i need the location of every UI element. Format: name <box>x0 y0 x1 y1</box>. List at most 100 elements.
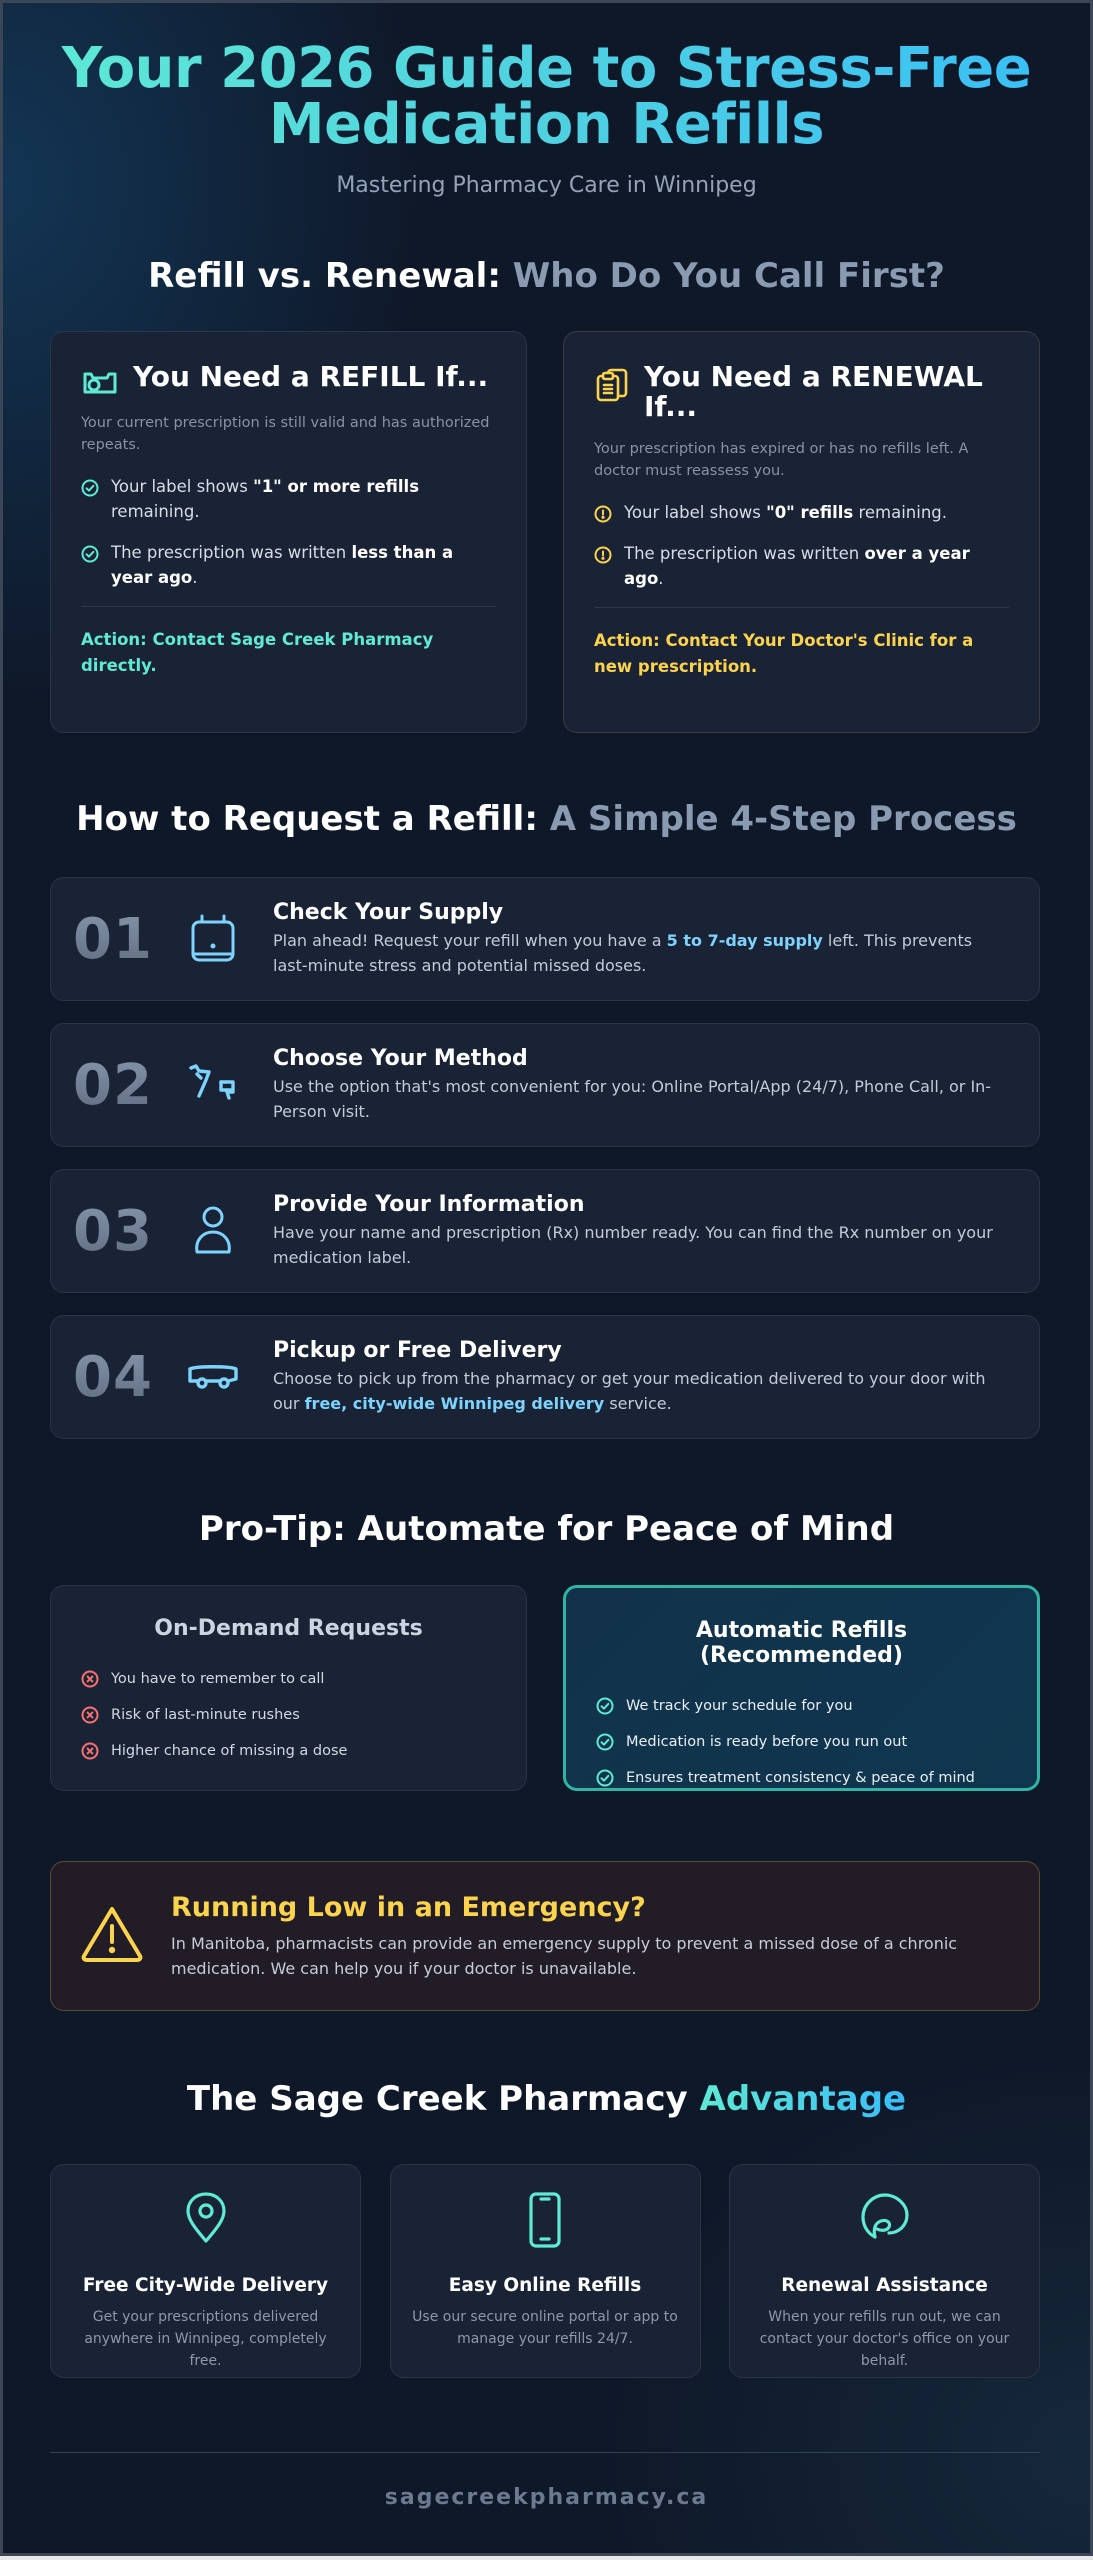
on-demand-card: On-Demand Requests You have to remember … <box>50 1585 527 1791</box>
list-item: Your label shows "1" or more refills rem… <box>81 474 496 524</box>
refill-renewal-title: Refill vs. Renewal: Who Do You Call Firs… <box>3 256 1090 296</box>
automatic-heading: Automatic Refills (Recommended) <box>695 1618 908 1668</box>
alert-circle-icon <box>594 505 612 523</box>
advantage-card-renewal: Renewal Assistance When your refills run… <box>729 2164 1040 2378</box>
step-title: Provide Your Information <box>273 1192 585 1217</box>
title-muted: A Simple 4-Step Process <box>549 799 1017 839</box>
automatic-refills-card: Automatic Refills (Recommended) We track… <box>563 1585 1040 1791</box>
advantage-card-delivery: Free City-Wide Delivery Get your prescri… <box>50 2164 361 2378</box>
refill-renewal-grid: You Need a REFILL If... Your current pre… <box>50 331 1040 733</box>
criteria-text: Your label shows "0" refills remaining. <box>624 503 948 522</box>
page-subtitle: Mastering Pharmacy Care in Winnipeg <box>336 173 757 198</box>
renewal-card: You Need a RENEWAL If... Your prescripti… <box>563 331 1040 733</box>
check-circle-icon <box>81 479 99 497</box>
x-circle-icon <box>81 1706 99 1724</box>
emergency-heading: Running Low in an Emergency? <box>171 1891 646 1923</box>
advantage-title: The Sage Creek Pharmacy Advantage <box>3 2079 1090 2119</box>
advantage-card-title: Free City-Wide Delivery <box>82 2275 329 2296</box>
renewal-description: Your prescription has expired or has no … <box>594 441 969 479</box>
criteria-text: The prescription was written over a year… <box>624 544 970 588</box>
title-line-2: Medication Refills <box>268 92 825 157</box>
list-item: Higher chance of missing a dose <box>81 1733 496 1769</box>
alert-circle-icon <box>594 546 612 564</box>
clipboard-icon <box>596 368 628 402</box>
steps-list: 01 Check Your Supply Plan ahead! Request… <box>50 877 1040 1461</box>
advantage-card-title: Easy Online Refills <box>448 2275 642 2296</box>
smartphone-icon <box>529 2192 561 2248</box>
page-title: Your 2026 Guide to Stress-Free Medicatio… <box>3 41 1090 153</box>
list-item: You have to remember to call <box>81 1661 496 1697</box>
list-item: The prescription was written less than a… <box>81 540 496 590</box>
title-main: The Sage Creek Pharmacy <box>186 2079 688 2119</box>
renewal-action: Action: Contact Your Doctor's Clinic for… <box>594 631 974 676</box>
step-text: Choose to pick up from the pharmacy or g… <box>273 1369 986 1413</box>
warning-triangle-icon <box>81 1907 143 1962</box>
advantage-card-text: Get your prescriptions delivered anywher… <box>84 2309 327 2369</box>
refill-description: Your current prescription is still valid… <box>81 415 490 453</box>
step-text: Plan ahead! Request your refill when you… <box>273 931 973 975</box>
refill-action: Action: Contact Sage Creek Pharmacy dire… <box>81 630 434 675</box>
title-muted: Who Do You Call First? <box>512 256 945 296</box>
advantage-card-online: Easy Online Refills Use our secure onlin… <box>389 2164 701 2378</box>
user-icon <box>195 1206 231 1254</box>
divider <box>594 607 1009 608</box>
chat-bubble-icon <box>860 2193 909 2239</box>
list-item: Medication is ready before you run out <box>596 1724 1007 1760</box>
step-number: 02 <box>73 1053 155 1118</box>
advantage-card-title: Renewal Assistance <box>781 2275 988 2296</box>
step-title: Check Your Supply <box>273 900 504 925</box>
advantage-grid: Free City-Wide Delivery Get your prescri… <box>50 2164 1040 2378</box>
step-card: 04 Pickup or Free Delivery Choose to pic… <box>50 1315 1040 1439</box>
renewal-heading: You Need a RENEWAL If... <box>644 360 983 423</box>
list-item: Risk of last-minute rushes <box>81 1697 496 1733</box>
step-card: 01 Check Your Supply Plan ahead! Request… <box>50 877 1040 1001</box>
check-circle-icon <box>596 1733 614 1751</box>
list-item: Your label shows "0" refills remaining. <box>594 500 1009 525</box>
list-item: The prescription was written over a year… <box>594 541 1009 591</box>
refill-criteria-list: Your label shows "1" or more refills rem… <box>81 474 496 590</box>
renewal-criteria-list: Your label shows "0" refills remaining. … <box>594 500 1009 591</box>
refill-card: You Need a REFILL If... Your current pre… <box>50 331 527 733</box>
title-accent: Advantage <box>699 2079 907 2119</box>
title-main: Refill vs. Renewal: <box>148 256 501 296</box>
step-text: Have your name and prescription (Rx) num… <box>273 1223 993 1267</box>
x-circle-icon <box>81 1670 99 1688</box>
step-title: Choose Your Method <box>273 1046 528 1071</box>
x-circle-icon <box>81 1742 99 1760</box>
on-demand-heading: On-Demand Requests <box>154 1616 423 1641</box>
steps-title: How to Request a Refill: A Simple 4-Step… <box>3 799 1090 839</box>
footer-website-link[interactable]: sagecreekpharmacy.ca <box>384 2485 709 2510</box>
refill-heading: You Need a REFILL If... <box>133 360 489 393</box>
emergency-callout: Running Low in an Emergency? In Manitoba… <box>50 1861 1040 2011</box>
title-main: How to Request a Refill: <box>76 799 538 839</box>
advantage-card-text: Use our secure online portal or app to m… <box>412 2309 678 2347</box>
calendar-icon <box>191 914 235 962</box>
step-number: 04 <box>73 1345 155 1410</box>
header: Your 2026 Guide to Stress-Free Medicatio… <box>3 3 1090 198</box>
step-text: Use the option that's most convenient fo… <box>273 1077 992 1121</box>
step-card: 03 Provide Your Information Have your na… <box>50 1169 1040 1293</box>
list-item: We track your schedule for you <box>596 1688 1007 1724</box>
map-pin-icon <box>185 2192 226 2243</box>
check-circle-icon <box>81 545 99 563</box>
step-number: 03 <box>73 1199 155 1264</box>
pro-tip-grid: On-Demand Requests You have to remember … <box>50 1585 1040 1791</box>
pro-tip-title: Pro-Tip: Automate for Peace of Mind <box>198 1509 895 1549</box>
step-number: 01 <box>73 907 155 972</box>
step-title: Pickup or Free Delivery <box>273 1338 562 1363</box>
delivery-vehicle-icon <box>188 1365 238 1389</box>
step-card: 02 Choose Your Method Use the option tha… <box>50 1023 1040 1147</box>
phone-icon <box>189 1064 235 1100</box>
pill-bottle-icon <box>83 372 117 394</box>
on-demand-list: You have to remember to call Risk of las… <box>81 1661 496 1769</box>
criteria-text: The prescription was written less than a… <box>111 543 454 587</box>
list-item: Ensures treatment consistency & peace of… <box>596 1760 1007 1796</box>
footer-divider <box>50 2452 1040 2453</box>
check-circle-icon <box>596 1769 614 1787</box>
automatic-list: We track your schedule for you Medicatio… <box>596 1688 1007 1796</box>
divider <box>81 606 496 607</box>
criteria-text: Your label shows "1" or more refills rem… <box>111 477 420 521</box>
emergency-text: In Manitoba, pharmacists can provide an … <box>171 1933 958 1978</box>
check-circle-icon <box>596 1697 614 1715</box>
